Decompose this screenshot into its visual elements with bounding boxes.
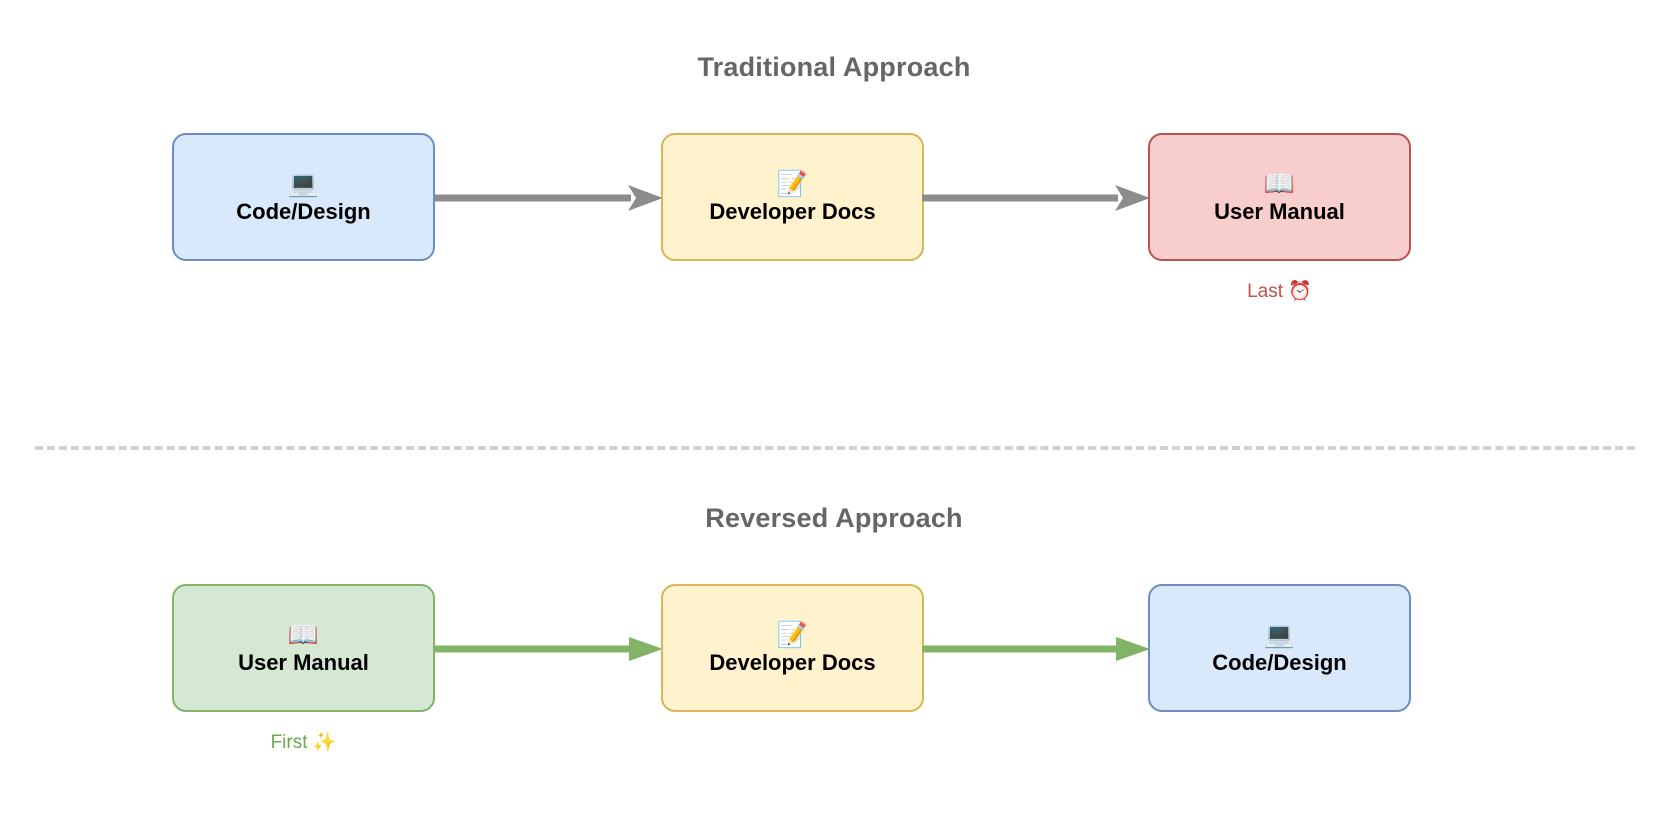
open-book-icon: 📖 bbox=[1263, 169, 1296, 198]
node-developer-docs-traditional[interactable]: 📝 Developer Docs bbox=[661, 133, 924, 261]
arrow-reversed-2 bbox=[922, 637, 1150, 661]
memo-icon: 📝 bbox=[776, 169, 809, 198]
node-developer-docs-reversed[interactable]: 📝 Developer Docs bbox=[661, 584, 924, 712]
laptop-icon: 💻 bbox=[1263, 620, 1296, 649]
section-title-reversed: Reversed Approach bbox=[705, 503, 963, 533]
arrow-reversed-1 bbox=[435, 637, 663, 661]
node-label: Code/Design bbox=[1212, 649, 1347, 675]
annotation-last: Last ⏰ bbox=[1247, 281, 1312, 302]
section-divider bbox=[35, 446, 1635, 450]
node-user-manual-traditional[interactable]: 📖 User Manual bbox=[1148, 133, 1411, 261]
node-code-design-traditional[interactable]: 💻 Code/Design bbox=[172, 133, 435, 261]
node-label: Code/Design bbox=[236, 198, 371, 224]
section-title-traditional: Traditional Approach bbox=[697, 52, 971, 82]
node-label: User Manual bbox=[238, 649, 369, 675]
memo-icon: 📝 bbox=[776, 620, 809, 649]
arrow-traditional-1 bbox=[435, 185, 663, 211]
node-label: Developer Docs bbox=[709, 649, 876, 675]
node-code-design-reversed[interactable]: 💻 Code/Design bbox=[1148, 584, 1411, 712]
arrow-traditional-2 bbox=[922, 185, 1150, 211]
annotation-first: First ✨ bbox=[270, 732, 337, 753]
node-user-manual-reversed[interactable]: 📖 User Manual bbox=[172, 584, 435, 712]
open-book-icon: 📖 bbox=[287, 620, 320, 649]
node-label: Developer Docs bbox=[709, 198, 876, 224]
laptop-icon: 💻 bbox=[287, 169, 320, 198]
node-label: User Manual bbox=[1214, 198, 1345, 224]
flow-row-reversed: 📖 User Manual 📝 Developer Docs 💻 Code/De… bbox=[0, 584, 1668, 714]
flow-row-traditional: 💻 Code/Design 📝 Developer Docs 📖 User Ma… bbox=[0, 133, 1668, 263]
